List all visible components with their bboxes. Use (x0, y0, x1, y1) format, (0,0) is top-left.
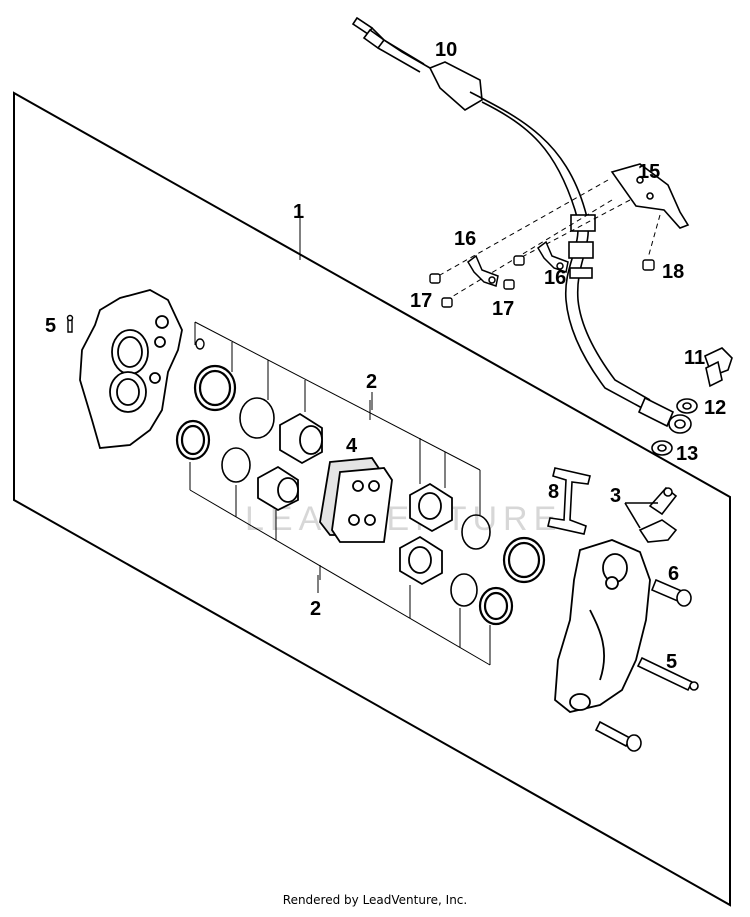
callout-5-right: 5 (666, 651, 677, 673)
caliper-half-right[interactable] (554, 539, 651, 713)
callout-16-left: 16 (454, 228, 476, 250)
callout-5-left: 5 (45, 315, 56, 337)
spring-clip[interactable] (547, 467, 591, 535)
group-bracket-lines (189, 321, 491, 666)
callout-17-right: 17 (492, 298, 514, 320)
callout-18: 18 (662, 261, 684, 283)
watermark: LEADVENTURE (245, 500, 562, 538)
caliper-bolt[interactable] (650, 578, 692, 607)
sealing-washer[interactable] (651, 398, 698, 456)
callout-3: 3 (610, 485, 621, 507)
callout-16-right: 16 (544, 267, 566, 289)
callout-11: 11 (684, 347, 705, 369)
brake-hose[interactable] (351, 16, 692, 434)
piston-seal-right[interactable] (450, 514, 546, 626)
screw[interactable] (429, 255, 655, 308)
mounting-bolt[interactable] (594, 720, 642, 752)
banjo-bolt[interactable] (704, 347, 733, 388)
retaining-pin-left[interactable] (66, 314, 74, 333)
callout-10: 10 (435, 39, 457, 61)
hose-bracket[interactable] (610, 163, 690, 229)
assembly-outline (13, 91, 731, 907)
piston-seal[interactable] (175, 338, 275, 483)
callout-1: 1 (293, 201, 304, 223)
callout-8: 8 (548, 481, 559, 503)
hose-clamp[interactable] (467, 240, 569, 287)
callout-17-left: 17 (410, 290, 432, 312)
bleeder-valve[interactable] (624, 486, 678, 543)
callout-2-bottom: 2 (310, 598, 321, 620)
callout-2-top: 2 (366, 371, 377, 393)
brake-pads[interactable] (319, 457, 393, 543)
retaining-pin-right[interactable] (636, 656, 699, 692)
callout-12: 12 (704, 397, 726, 419)
piston[interactable] (257, 412, 323, 512)
callout-4: 4 (346, 435, 358, 457)
callout-6: 6 (668, 563, 679, 585)
caliper-half-left[interactable] (79, 289, 183, 449)
callout-13: 13 (676, 443, 698, 465)
footer-credit: Rendered by LeadVenture, Inc. (282, 893, 468, 907)
piston-right[interactable] (399, 482, 453, 586)
callout-15: 15 (638, 161, 660, 183)
leader-lines (299, 218, 373, 593)
